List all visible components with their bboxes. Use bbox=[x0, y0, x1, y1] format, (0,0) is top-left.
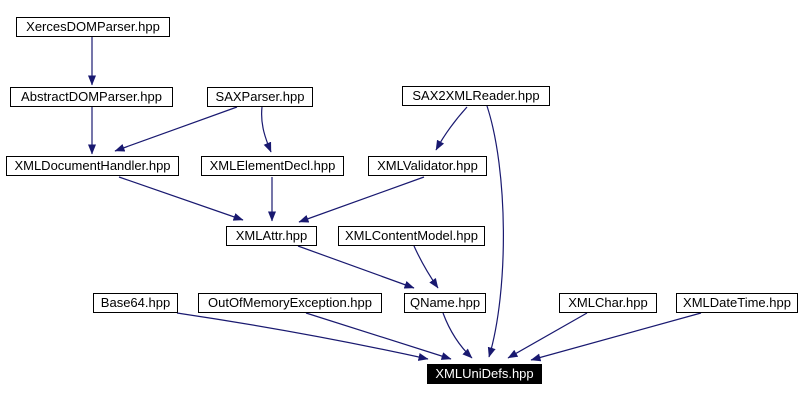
node-SAXParser[interactable]: SAXParser.hpp bbox=[207, 87, 313, 107]
node-XMLElementDecl[interactable]: XMLElementDecl.hpp bbox=[201, 156, 344, 176]
node-XMLValidator[interactable]: XMLValidator.hpp bbox=[368, 156, 487, 176]
edge-XMLValidator-to-XMLAttr bbox=[298, 176, 425, 223]
edge-XMLContentModel-to-QName bbox=[413, 245, 439, 289]
edge-Base64-to-XMLUniDefs bbox=[176, 312, 429, 361]
node-XMLUniDefs-current-file: XMLUniDefs.hpp bbox=[427, 364, 542, 384]
node-XMLDateTime[interactable]: XMLDateTime.hpp bbox=[676, 293, 798, 313]
edge-SAXParser-to-XMLDocumentHandler bbox=[114, 106, 238, 152]
node-AbstractDOMParser[interactable]: AbstractDOMParser.hpp bbox=[10, 87, 173, 107]
edge-XMLDocumentHandler-to-XMLAttr bbox=[118, 176, 244, 221]
node-OutOfMemoryException[interactable]: OutOfMemoryException.hpp bbox=[198, 293, 382, 313]
node-SAX2XMLReader[interactable]: SAX2XMLReader.hpp bbox=[402, 86, 550, 106]
edge-SAX2XMLReader-to-XMLValidator bbox=[435, 106, 468, 151]
node-XMLAttr[interactable]: XMLAttr.hpp bbox=[226, 226, 317, 246]
edge-OutOfMemoryException-to-XMLUniDefs bbox=[305, 312, 452, 360]
edge-XMLAttr-to-QName bbox=[297, 245, 415, 289]
edge-SAX2XMLReader-to-XMLUniDefs bbox=[486, 105, 504, 358]
node-QName[interactable]: QName.hpp bbox=[404, 293, 486, 313]
node-XMLContentModel[interactable]: XMLContentModel.hpp bbox=[338, 226, 485, 246]
edge-XMLDateTime-to-XMLUniDefs bbox=[530, 312, 702, 362]
edge-QName-to-XMLUniDefs bbox=[442, 312, 473, 359]
node-XMLDocumentHandler[interactable]: XMLDocumentHandler.hpp bbox=[6, 156, 179, 176]
edge-SAXParser-to-XMLElementDecl bbox=[261, 106, 272, 153]
node-XMLChar[interactable]: XMLChar.hpp bbox=[559, 293, 657, 313]
edge-XMLChar-to-XMLUniDefs bbox=[507, 312, 588, 359]
node-Base64[interactable]: Base64.hpp bbox=[93, 293, 178, 313]
node-XercesDOMParser[interactable]: XercesDOMParser.hpp bbox=[16, 17, 170, 37]
